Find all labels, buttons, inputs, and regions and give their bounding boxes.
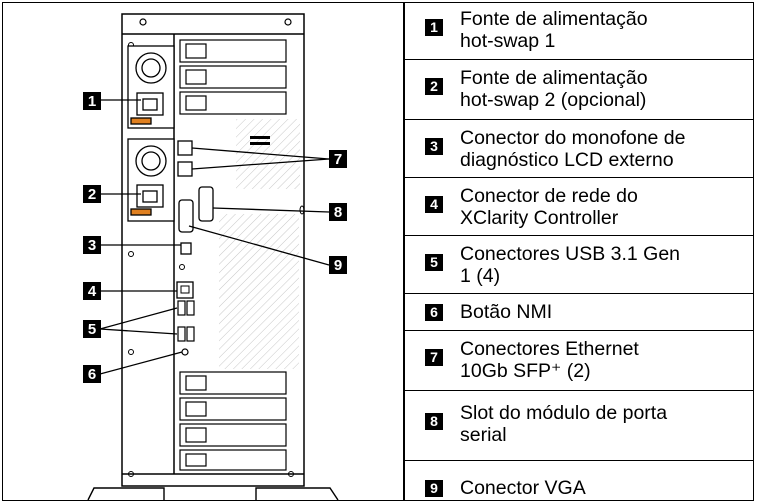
- screw-icon: [284, 18, 292, 26]
- figure-divider: [403, 2, 405, 501]
- callout-4: 4: [83, 282, 101, 300]
- screw-icon: [128, 251, 134, 257]
- legend-number-badge: 6: [425, 304, 443, 321]
- label-plate: [250, 142, 270, 145]
- legend-row-8: 8 Slot do módulo de porta serial: [405, 391, 754, 461]
- callout-8: 8: [329, 203, 347, 221]
- legend-row-4: 4 Conector de rede do XClarity Controlle…: [405, 178, 754, 236]
- svg-text:3: 3: [88, 237, 96, 254]
- legend-text: Conectores Ethernet 10Gb SFP⁺ (2): [460, 338, 639, 382]
- callout-leader-lines: [99, 99, 330, 375]
- legend-number-badge: 9: [425, 480, 443, 497]
- legend-text: Conectores USB 3.1 Gen 1 (4): [460, 243, 681, 287]
- legend-row-5: 5 Conectores USB 3.1 Gen 1 (4): [405, 236, 754, 294]
- power-supply-2: [127, 138, 175, 222]
- usb-ports: [177, 300, 195, 342]
- side-latch: [299, 205, 305, 215]
- screw-icon: [128, 349, 134, 355]
- svg-text:7: 7: [334, 151, 342, 168]
- callout-6: 6: [83, 365, 101, 383]
- lcd-handset-connector: [180, 242, 192, 255]
- legend-row-1: 1 Fonte de alimentação hot-swap 1: [405, 2, 754, 60]
- screw-icon: [128, 471, 134, 477]
- expansion-slots-upper: [179, 39, 287, 115]
- svg-text:9: 9: [334, 257, 342, 274]
- legend-table: 1 Fonte de alimentação hot-swap 1 2 Font…: [405, 2, 754, 501]
- chassis-feet: [87, 487, 339, 500]
- callout-5: 5: [83, 320, 101, 338]
- port-jack: [180, 285, 190, 294]
- expansion-slots-lower: [179, 371, 287, 471]
- vent-area-lower: [219, 214, 299, 369]
- legend-number-badge: 3: [425, 138, 443, 155]
- legend-number-badge: 7: [425, 349, 443, 366]
- legend-number-badge: 1: [425, 19, 443, 36]
- callout-3: 3: [83, 236, 101, 254]
- svg-text:5: 5: [88, 321, 96, 338]
- callout-2: 2: [83, 185, 101, 203]
- label-plate: [250, 136, 270, 139]
- legend-text: Slot do módulo de porta serial: [460, 402, 668, 446]
- legend-number-badge: 5: [425, 254, 443, 271]
- legend-row-9: 9 Conector VGA: [405, 461, 754, 501]
- legend-text: Conector VGA: [460, 477, 586, 499]
- legend-text: Fonte de alimentação hot-swap 2 (opciona…: [460, 67, 648, 111]
- screw-icon: [288, 471, 294, 477]
- legend-number-badge: 4: [425, 196, 443, 213]
- serial-vga-connectors: [178, 186, 214, 233]
- svg-text:8: 8: [334, 204, 342, 221]
- legend-row-2: 2 Fonte de alimentação hot-swap 2 (opcio…: [405, 60, 754, 120]
- legend-text: Fonte de alimentação hot-swap 1: [460, 8, 648, 52]
- svg-text:4: 4: [88, 283, 97, 300]
- svg-text:6: 6: [88, 366, 96, 383]
- legend-text: Botão NMI: [460, 301, 553, 323]
- callout-9: 9: [329, 256, 347, 274]
- legend-row-3: 3 Conector do monofone de diagnóstico LC…: [405, 120, 754, 178]
- callout-7: 7: [329, 150, 347, 168]
- led-indicator: [179, 264, 185, 270]
- svg-text:1: 1: [88, 93, 96, 110]
- legend-text: Conector do monofone de diagnóstico LCD …: [460, 127, 686, 171]
- legend-text: Conector de rede do XClarity Controller: [460, 185, 638, 229]
- power-supply-1: [127, 45, 175, 129]
- svg-text:2: 2: [88, 186, 96, 203]
- legend-number-badge: 8: [425, 413, 443, 430]
- server-rear-view-diagram: 1 2 3 4 5 6 7 8 9: [83, 13, 347, 500]
- legend-number-badge: 2: [425, 78, 443, 95]
- xcc-network-port: [176, 281, 194, 299]
- legend-row-7: 7 Conectores Ethernet 10Gb SFP⁺ (2): [405, 331, 754, 391]
- callout-1: 1: [83, 92, 101, 110]
- legend-row-6: 6 Botão NMI: [405, 294, 754, 331]
- screw-icon: [139, 18, 147, 26]
